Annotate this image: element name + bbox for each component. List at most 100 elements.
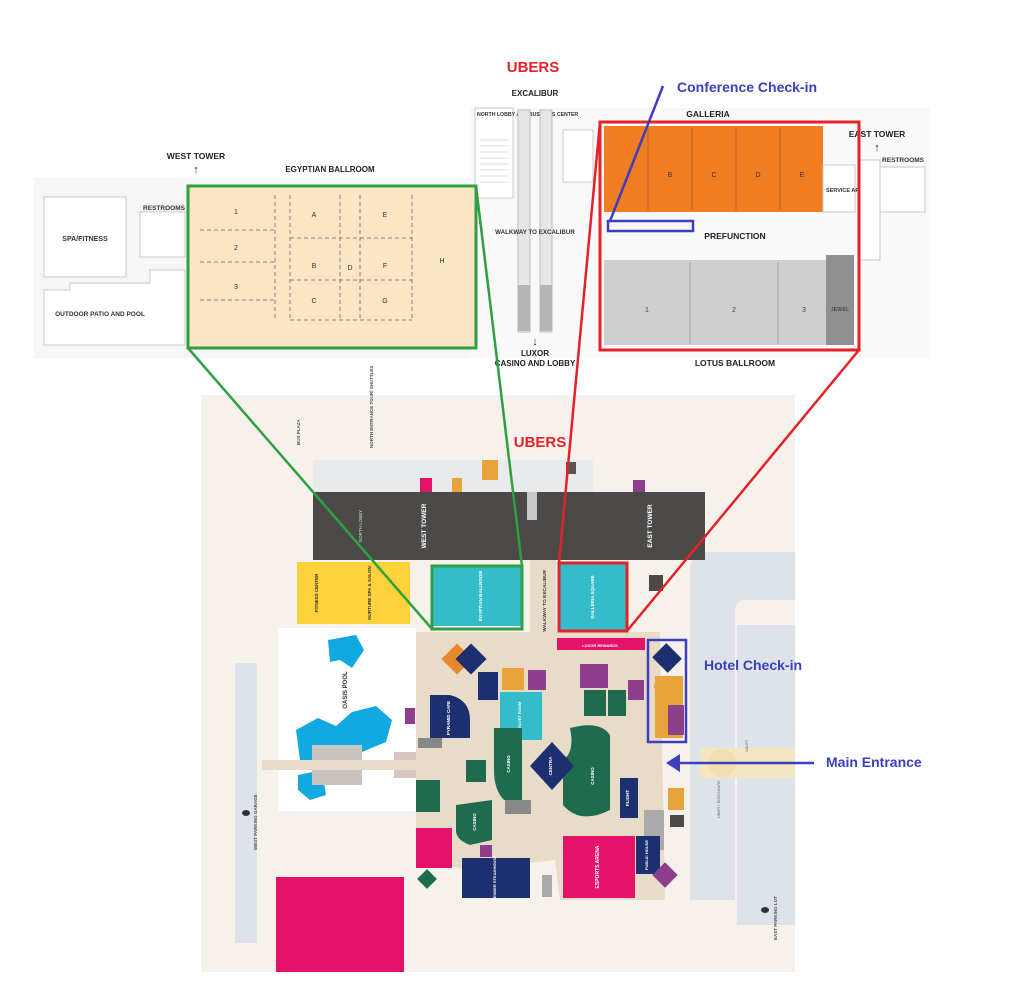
luxor-casino-lobby-label: CASINO AND LOBBY [495,359,576,368]
main-entrance-label: Main Entrance [826,754,922,770]
galleria-square-label: GALLERIA SQUARE [590,575,595,618]
hotel-checkin-label: Hotel Check-in [704,657,802,673]
spa-fitness-label: SPA/FITNESS [62,236,108,243]
fitness-center-room [297,562,332,624]
lotus-fill [604,260,826,345]
egyptian-room-f: F [383,263,387,270]
shop-room [580,664,608,688]
service-area-room [822,164,856,213]
ubers-mid-label: UBERS [514,434,567,451]
valet-label: VALET [744,739,749,752]
west-parking-garage [235,663,257,943]
nurture-spa-room [332,562,410,624]
escalator-right [539,109,553,333]
pool-path [262,760,416,770]
galleria-room-b: B [668,172,673,179]
conference-checkin-label: Conference Check-in [677,79,817,95]
flight-room [620,778,638,818]
ubers-top-label: UBERS [507,59,560,76]
shop-room [528,670,546,690]
hotel-checkin-box [646,638,688,744]
shop-room [628,680,644,700]
egyptian-connector [187,347,433,630]
sports-book [416,780,440,812]
galleria-room-labels: B C D E [668,172,805,179]
egyptian-room-b: B [312,263,317,270]
west-parking-label: WEST PARKING GARAGE [253,794,258,850]
casino-label: CASINO [506,755,511,773]
galleria-connector [557,121,602,564]
hotel-desk-marker [652,643,682,673]
pool-shape [328,635,364,668]
luxor-rewards-label: LUXOR REWARDS [582,643,618,648]
egyptian-room-g: G [382,298,387,305]
callout-labels: UBERS UBERS Conference Check-in Hotel Ch… [507,59,922,770]
lotus-dividers [689,262,779,344]
shop-room [416,828,452,868]
lotus-room-1: 1 [645,307,649,314]
tender-steakhouse-label: TENDER STEAKHOUSE [492,855,497,901]
excalibur-label: EXCALIBUR [512,89,559,98]
arrow-up-icon: ↑ [874,142,880,154]
flight-label: FLIGHT [625,790,630,806]
public-house-room [636,836,660,874]
restroom-icon [420,478,432,492]
lotus-room-labels: 1 2 3 [645,307,806,314]
escalator-block [527,492,537,520]
casino-label: CASINO [590,767,595,785]
restrooms-west-label: RESTROOMS [143,205,186,212]
shop-room [608,690,626,716]
east-parking-label: EAST PARKING LOT [773,896,778,940]
esports-arena-label: ESPORTS ARENA [595,845,601,888]
egyptian-ballroom-fill [188,186,476,348]
egyptian-room-d: D [347,265,352,272]
galleria-room-c: C [711,172,716,179]
car-icon [761,907,769,913]
galleria-connector [626,349,860,632]
elevator-marker [652,862,678,888]
elevator-marker [417,869,437,889]
fitness-center-label: FITNESS CENTER [314,573,319,613]
egyptian-room-labels: 1 2 3 A B C D E F G H [234,209,444,305]
pink-block [276,877,404,972]
callout-overlays [186,85,861,772]
galleria-property-outline [557,561,629,633]
stairs-icon [418,738,442,748]
galleria-stair-room [562,129,594,183]
egyptian-room-a: A [312,212,317,219]
shop-room [478,672,498,700]
galleria-dividers [647,128,781,210]
egyptian-room-2: 2 [234,245,238,252]
restroom-icon [670,815,684,827]
walkway-floorplan-label: WALKWAY TO EXCALIBUR [495,229,575,236]
nurture-spa-label: NURTURE SPA & SALON [367,566,372,620]
public-house-label: PUBLIC HOUSE [644,840,649,871]
egyptian-room-1: 1 [234,209,238,216]
west-tower-label: WEST TOWER [167,151,225,161]
east-corridor [857,159,881,261]
outdoor-patio-room [43,269,186,346]
pyramid-cafe-room [430,695,470,738]
restrooms-east [879,166,926,213]
casino-label: CASINO [472,813,477,831]
restroom-icon [649,575,663,591]
north-lobby-block-label: NORTH LOBBY [358,510,363,542]
galleria-callout-outline [598,120,861,352]
egyptian-connector [474,185,524,567]
arrow-up-icon: ↑ [193,164,199,176]
egyptian-ballroom-block-label: EGYPTIAN BALLROOM [478,571,483,622]
galleria-room-d: D [755,172,760,179]
egyptian-ballroom-title: EGYPTIAN BALLROOM [285,165,375,174]
casino-pit [456,800,492,845]
lotus-room-2: 2 [732,307,736,314]
casino-pit [563,725,610,817]
egyptian-room-3: 3 [234,284,238,291]
arrow-down-icon: ↓ [532,336,538,348]
oasis-pool-label: OASIS POOL [343,671,349,709]
pyramid-cafe-label: PYRAMID CAFE [446,701,451,735]
service-area-label: SERVICE AREA [826,188,867,194]
bell-desk [668,705,684,735]
retail-outlet [482,460,498,480]
egyptian-room-h: H [439,258,444,265]
